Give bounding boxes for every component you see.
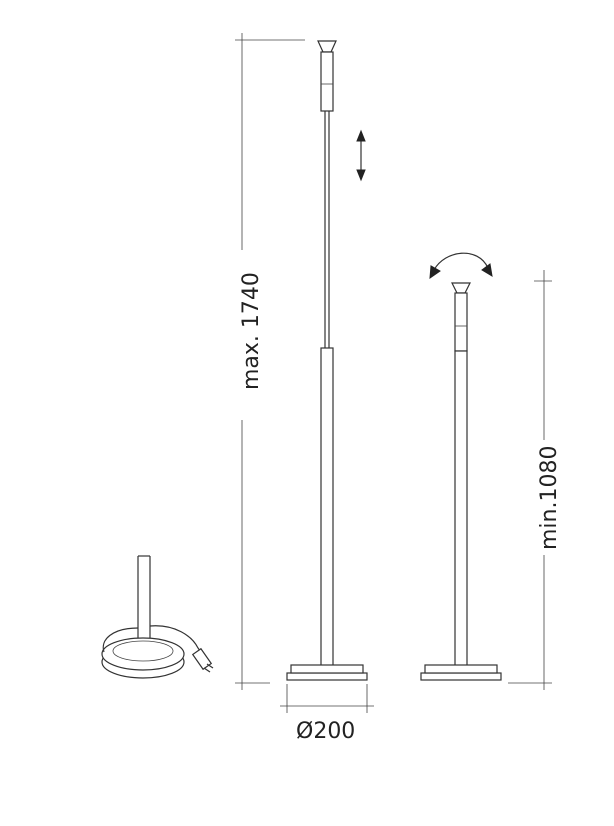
rotate-head-arrow-icon xyxy=(429,252,493,280)
plug-icon xyxy=(191,647,214,673)
max-height-label: max. 1740 xyxy=(239,272,264,390)
base-perspective-view xyxy=(101,555,214,679)
max-height-dimension: max. 1740 xyxy=(235,33,270,690)
min-height-label: min.1080 xyxy=(537,446,562,550)
base-diameter-dimension: Ø200 xyxy=(280,684,374,744)
min-height-dimension: min.1080 xyxy=(508,270,562,690)
lamp-min-extension-view xyxy=(420,252,502,681)
base-diameter-label: Ø200 xyxy=(296,719,355,744)
height-adjust-arrow-icon xyxy=(356,129,366,182)
lamp-max-extension-view xyxy=(235,39,368,681)
